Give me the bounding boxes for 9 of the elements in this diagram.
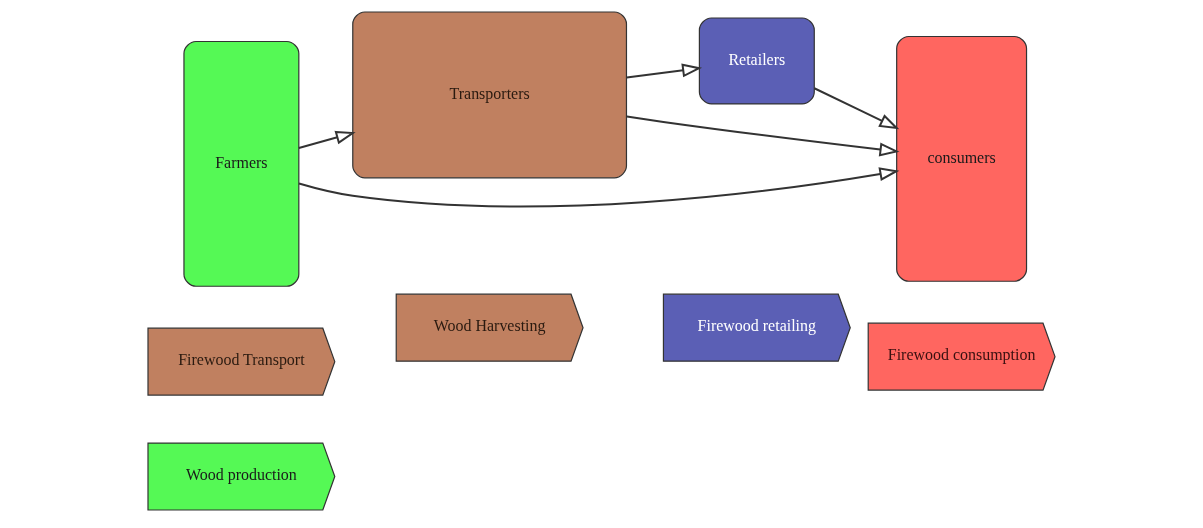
node-box: consumers (896, 35, 1028, 282)
arrow (297, 130, 356, 150)
node-box: Farmers (183, 40, 300, 287)
arrow (625, 63, 703, 79)
arrow (813, 87, 900, 130)
node-box: Retailers (698, 17, 815, 105)
arrow (625, 115, 900, 157)
arrow (298, 167, 900, 208)
node-box: Transporters (352, 11, 628, 179)
